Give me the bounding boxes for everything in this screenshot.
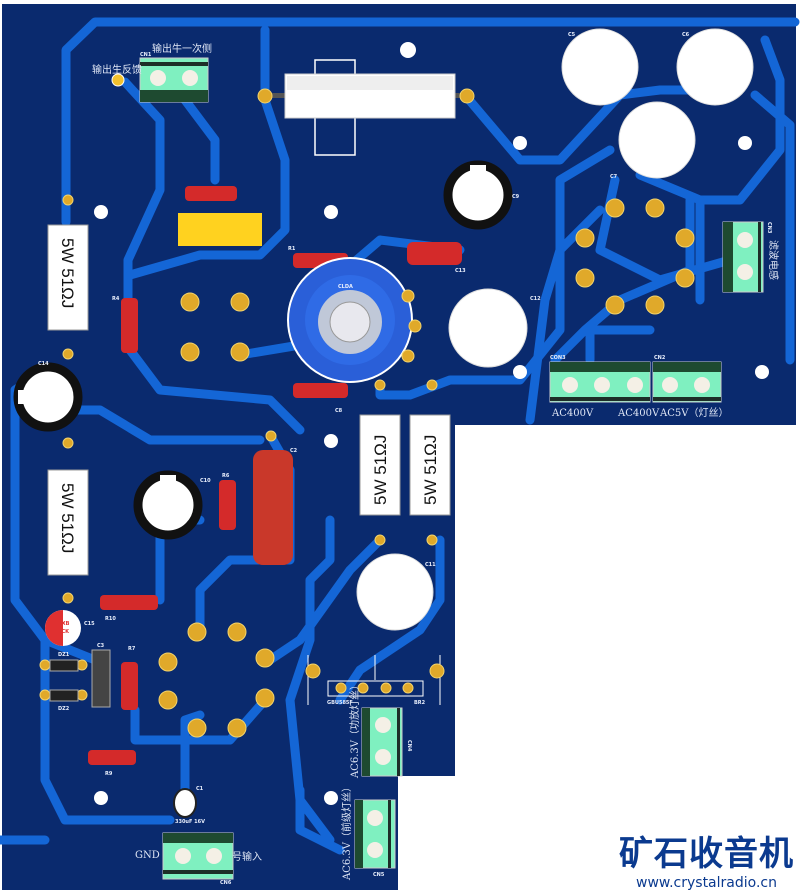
svg-text:C13: C13 — [455, 268, 466, 274]
svg-text:BR2: BR2 — [414, 700, 426, 706]
capacitor-c3: C3 — [91, 643, 111, 708]
svg-text:AC6.3V（前级灯丝）: AC6.3V（前级灯丝） — [340, 782, 353, 881]
svg-text:CN2: CN2 — [654, 355, 666, 361]
resistor-r2: 5W 51ΩJ — [47, 437, 89, 604]
resistor-r13: 5W 51ΩJ — [409, 379, 451, 546]
svg-text:YCK: YCK — [57, 629, 70, 635]
svg-text:R1: R1 — [288, 246, 296, 252]
svg-text:CN6: CN6 — [220, 880, 232, 886]
svg-text:C15: C15 — [84, 621, 95, 627]
svg-text:GND: GND — [135, 850, 160, 861]
svg-text:C6: C6 — [682, 32, 690, 38]
svg-text:5W 51ΩJ: 5W 51ΩJ — [371, 435, 390, 505]
connector-con3: CON3 AC400V AC400V — [549, 355, 660, 419]
svg-text:AC400V: AC400V — [551, 408, 594, 419]
capacitors-large: C5 C6 C7 C12 C11 — [356, 28, 754, 631]
svg-text:AC6.3V（功放灯丝）: AC6.3V（功放灯丝） — [348, 680, 361, 779]
capacitor-yellow — [178, 213, 262, 246]
capacitors-ring: C14 C10 C9 — [13, 160, 520, 540]
power-resistor-top — [257, 42, 475, 156]
connector-cn1: 输出牛一次侧 CN1 — [139, 42, 212, 103]
logo-title: 矿石收音机 — [619, 834, 794, 874]
svg-text:AC5V（灯丝）: AC5V（灯丝） — [659, 407, 728, 419]
capacitor-c2: C2 — [253, 430, 298, 565]
feedback-label: 输出生反馈 — [92, 63, 142, 76]
resistor-refs: R1 R4 R6 R7 R10 R9 C8 C13 — [105, 246, 466, 777]
svg-text:C2: C2 — [290, 448, 298, 454]
connector-cn3: CN3 滤波电感 — [722, 221, 780, 293]
connector-cn2: CN2 AC5V（灯丝） — [652, 355, 728, 419]
svg-text:5W 51ΩJ: 5W 51ΩJ — [421, 435, 440, 505]
svg-text:C11: C11 — [425, 562, 436, 568]
svg-text:号输入: 号输入 — [232, 850, 262, 863]
copper-traces — [0, 17, 800, 855]
feedback-pad: 输出生反馈 — [92, 63, 142, 87]
bridge-rectifier: GBU585F BR2 — [305, 655, 445, 706]
svg-text:CLDA: CLDA — [338, 284, 353, 290]
svg-text:DZ1: DZ1 — [58, 652, 70, 658]
svg-text:R7: R7 — [128, 646, 136, 652]
svg-text:CN4: CN4 — [406, 740, 412, 752]
svg-text:C8: C8 — [335, 408, 343, 414]
logo: 矿石收音机 www.crystalradio.cn — [619, 826, 794, 891]
cn1-label: 输出牛一次侧 — [152, 42, 212, 55]
cn1-ref: CN1 — [140, 52, 152, 58]
svg-text:C10: C10 — [200, 478, 211, 484]
capacitor-c1: C1 330uF 16V — [173, 786, 205, 825]
resistor-r11: 5W 51ΩJ — [47, 194, 89, 360]
svg-text:R10: R10 — [105, 616, 116, 622]
svg-text:C1: C1 — [196, 786, 204, 792]
capacitor-c15: BXB YCK C15 — [45, 610, 95, 646]
svg-text:DZ2: DZ2 — [58, 706, 70, 712]
connector-cn4: CN4 AC6.3V（功放灯丝） — [348, 680, 412, 779]
svg-text:BXB: BXB — [58, 621, 70, 627]
svg-text:5W 51ΩJ: 5W 51ΩJ — [58, 238, 77, 308]
svg-text:CON3: CON3 — [550, 355, 566, 361]
connector-cn5: CN5 AC6.3V（前级灯丝） — [340, 782, 396, 881]
svg-text:5W 51ΩJ: 5W 51ΩJ — [58, 483, 77, 553]
resistors-small — [88, 186, 462, 765]
svg-text:GBU585F: GBU585F — [327, 700, 353, 706]
connector-input: GND 号输入 CN6 — [135, 832, 262, 886]
svg-text:C9: C9 — [512, 194, 520, 200]
zener-diodes: DZ1 DZ2 — [39, 652, 88, 712]
resistor-r14: 5W 51ΩJ — [359, 379, 401, 546]
mounting-holes — [94, 136, 769, 805]
svg-text:C5: C5 — [568, 32, 576, 38]
svg-text:滤波电感: 滤波电感 — [767, 240, 780, 280]
svg-text:AC400V: AC400V — [617, 408, 660, 419]
svg-text:CN5: CN5 — [373, 872, 385, 878]
svg-text:R4: R4 — [112, 296, 120, 302]
svg-text:CN3: CN3 — [766, 222, 772, 234]
logo-url: www.crystalradio.cn — [636, 875, 777, 891]
svg-text:R9: R9 — [105, 771, 113, 777]
svg-text:C12: C12 — [530, 296, 541, 302]
svg-text:C14: C14 — [38, 361, 49, 367]
potentiometer: CLDA — [287, 257, 422, 383]
tube-socket-pads — [158, 198, 695, 738]
svg-text:330uF 16V: 330uF 16V — [175, 819, 205, 825]
svg-text:C3: C3 — [97, 643, 105, 649]
svg-text:R6: R6 — [222, 473, 230, 479]
svg-text:C7: C7 — [610, 174, 618, 180]
